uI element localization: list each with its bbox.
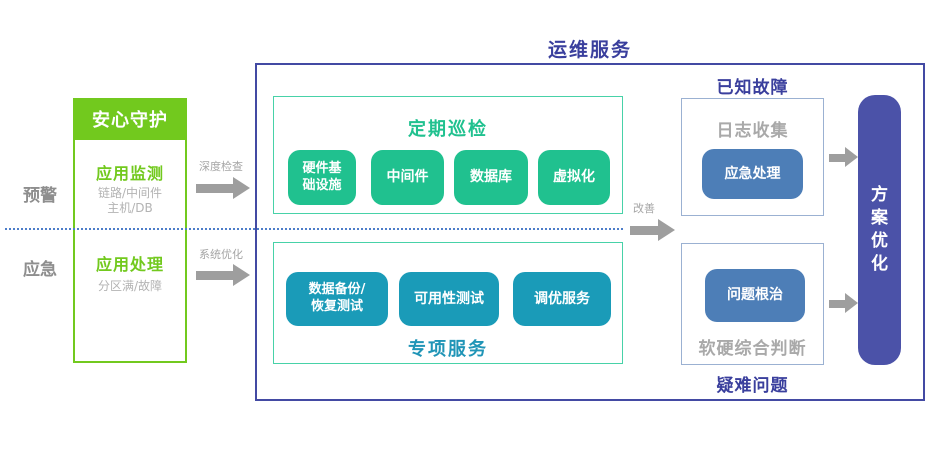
special-item-availability-test: 可用性测试 — [399, 272, 499, 326]
ops-service-panel — [255, 63, 925, 401]
hard-problem-chip-root-cure: 问题根治 — [705, 269, 805, 322]
arrow-shaft — [630, 226, 659, 235]
arrow-head — [845, 147, 858, 167]
improve-label: 改善 — [633, 202, 655, 215]
hard-problem-subtitle: 软硬综合判断 — [698, 339, 807, 359]
to-plan-arrow-bottom-icon — [829, 293, 858, 314]
deep-check-label: 深度检查 — [199, 160, 243, 173]
known-fault-chip-emergency-handle: 应急处理 — [702, 149, 803, 199]
inspection-panel: 定期巡检 硬件基 础设施 中间件 数据库 虚拟化 — [273, 96, 623, 214]
app-monitor-detail: 链路/中间件 主机/DB — [97, 186, 163, 215]
stage-label-emergency: 应急 — [23, 260, 57, 280]
deep-check-arrow-icon — [196, 177, 250, 199]
known-fault-title: 已知故障 — [716, 78, 789, 98]
ops-service-title: 运维服务 — [547, 39, 632, 61]
arrow-shaft — [196, 271, 234, 280]
inspection-item-virtualization: 虚拟化 — [538, 150, 610, 205]
arrow-shaft — [829, 300, 846, 308]
known-fault-subtitle: 日志收集 — [716, 121, 789, 141]
stage-label-warning: 预警 — [23, 186, 57, 206]
improve-arrow-icon — [630, 219, 675, 241]
arrow-head — [233, 264, 250, 286]
hard-problem-title: 疑难问题 — [716, 376, 789, 396]
stage-divider-line — [5, 228, 623, 230]
arrow-head — [658, 219, 675, 241]
inspection-item-hardware: 硬件基 础设施 — [288, 150, 356, 205]
app-handle-detail: 分区满/故障 — [97, 279, 163, 293]
app-monitor-title: 应用监测 — [95, 164, 164, 183]
inspection-item-middleware: 中间件 — [371, 150, 444, 205]
inspection-title: 定期巡检 — [408, 119, 488, 140]
arrow-head — [233, 177, 250, 199]
arrow-shaft — [196, 184, 234, 193]
special-item-tuning-service: 调优服务 — [513, 272, 611, 326]
hard-problem-panel: 问题根治 软硬综合判断 — [681, 243, 824, 365]
plan-optimize-label: 方案优化 — [871, 185, 888, 274]
special-item-backup-recovery: 数据备份/ 恢复测试 — [286, 272, 388, 326]
to-plan-arrow-top-icon — [829, 147, 858, 168]
arrow-head — [845, 293, 858, 313]
inspection-item-database: 数据库 — [454, 150, 528, 205]
system-optimize-arrow-icon — [196, 264, 250, 286]
special-service-title: 专项服务 — [408, 339, 488, 360]
arrow-shaft — [829, 154, 846, 162]
guard-panel: 安心守护 应用监测 链路/中间件 主机/DB 应用处理 分区满/故障 — [73, 98, 187, 363]
special-service-panel: 数据备份/ 恢复测试 可用性测试 调优服务 专项服务 — [273, 242, 623, 364]
system-optimize-label: 系统优化 — [199, 248, 243, 261]
known-fault-panel: 日志收集 应急处理 — [681, 98, 824, 216]
plan-optimize-pill: 方案优化 — [858, 95, 901, 365]
guard-panel-header: 安心守护 — [73, 98, 187, 140]
app-handle-title: 应用处理 — [95, 255, 164, 274]
